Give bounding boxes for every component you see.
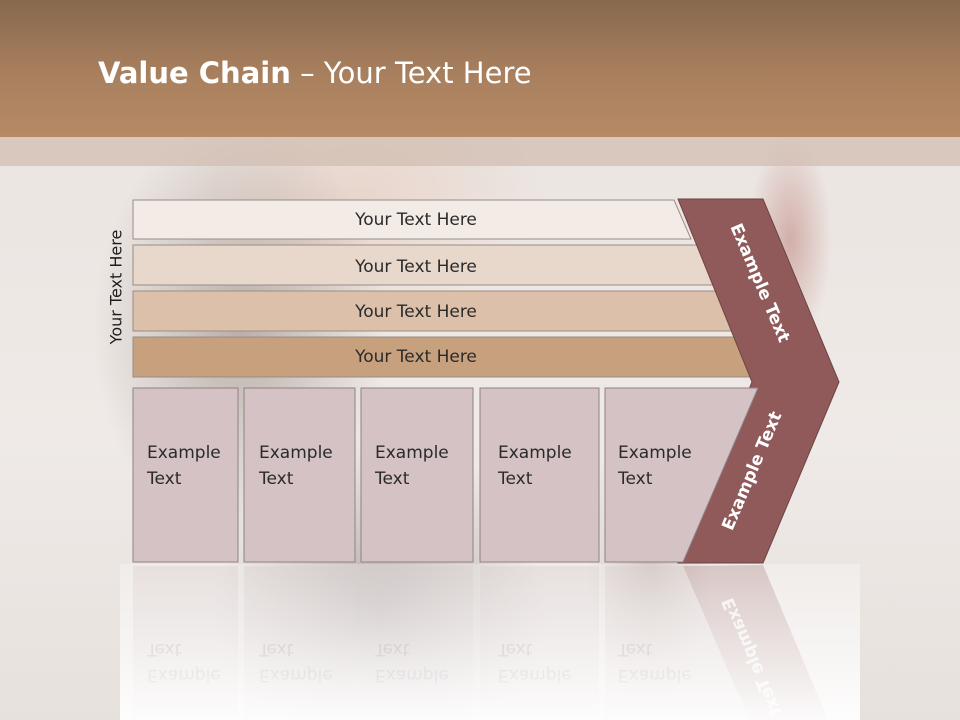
bar-row-2: Your Text Here — [132, 244, 716, 286]
bar-1 — [132, 199, 692, 240]
box-5-line2: Text — [617, 469, 653, 489]
bar-3-label: Your Text Here — [354, 302, 477, 322]
bar-2-label: Your Text Here — [354, 257, 477, 277]
bar-row-1: Your Text Here — [132, 199, 692, 240]
box-2-line2: Text — [258, 469, 294, 489]
box-2-line1: Example — [259, 443, 333, 463]
box-3: Example Text — [360, 387, 474, 563]
box-5-shape — [604, 387, 759, 563]
bar-row-4: Your Text Here — [132, 336, 765, 378]
box-4-line1: Example — [498, 443, 572, 463]
box-3-line1: Example — [375, 443, 449, 463]
box-2-rect — [243, 387, 356, 563]
box-5: Example Text — [604, 387, 759, 563]
box-4: Example Text — [479, 387, 600, 563]
slide-title: Value Chain – Your Text Here — [98, 56, 532, 90]
reflection-fade — [120, 564, 860, 720]
header-band — [0, 0, 960, 137]
box-1-line1: Example — [147, 443, 221, 463]
box-2: Example Text — [243, 387, 356, 563]
box-4-line2: Text — [497, 469, 533, 489]
title-rest: – Your Text Here — [290, 56, 532, 90]
box-1-line2: Text — [146, 469, 182, 489]
box-5-line1: Example — [618, 443, 692, 463]
box-4-rect — [479, 387, 600, 563]
bar-4-label: Your Text Here — [354, 347, 477, 367]
bar-1-label: Your Text Here — [354, 210, 477, 230]
box-3-rect — [360, 387, 474, 563]
box-1-rect — [132, 387, 239, 563]
box-3-line2: Text — [374, 469, 410, 489]
box-1: Example Text — [132, 387, 239, 563]
bar-row-3: Your Text Here — [132, 290, 740, 332]
title-bold: Value Chain — [98, 56, 291, 90]
header-subband — [0, 137, 960, 166]
